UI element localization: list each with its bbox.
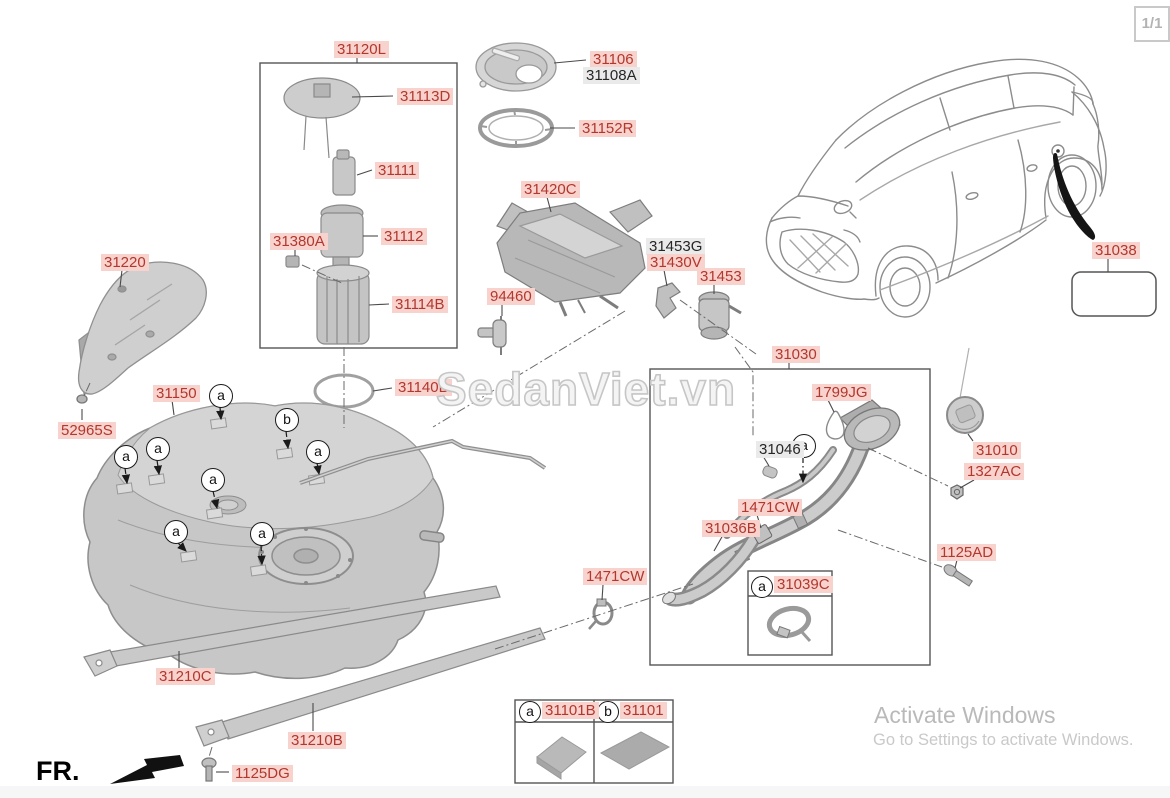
part-label-31380A[interactable]: 31380A	[270, 233, 328, 250]
neck-bolt-drawing	[943, 564, 973, 587]
part-label-31111[interactable]: 31111	[375, 162, 420, 179]
section-boxes	[259, 62, 931, 784]
part-label-31220[interactable]: 31220	[101, 254, 149, 271]
callout-a-2: a	[306, 440, 330, 464]
part-label-1471CW-upper[interactable]: 1471CW	[738, 499, 803, 516]
part-label-31210B[interactable]: 31210B	[288, 732, 346, 749]
part-label-31210C[interactable]: 31210C	[156, 668, 215, 685]
hose-clamp-drawing	[588, 598, 614, 630]
part-label-1471CW-lower[interactable]: 1471CW	[583, 568, 648, 585]
part-label-31010[interactable]: 31010	[973, 442, 1021, 459]
inline-legend-box	[747, 570, 833, 656]
part-label-31036B[interactable]: 31036B	[702, 520, 760, 537]
lock-ring-drawing	[475, 42, 557, 92]
callout-a-6: a	[164, 520, 188, 544]
part-label-31030[interactable]: 31030	[772, 346, 820, 363]
fuel-cap-drawing	[946, 347, 984, 434]
part-label-31120L[interactable]: 31120L	[334, 41, 389, 58]
canister-drawing	[496, 199, 653, 317]
part-label-31113D[interactable]: 31113D	[397, 88, 454, 105]
filler-neck-box	[649, 368, 931, 666]
part-label-1125DG[interactable]: 1125DG	[232, 765, 293, 782]
callout-a-1: a	[209, 384, 233, 408]
cap-nut-drawing	[950, 484, 964, 500]
part-label-1125AD[interactable]: 1125AD	[937, 544, 997, 561]
fuel-tank-drawing	[83, 402, 547, 680]
page-indicator: 1/1	[1134, 6, 1170, 42]
gasket-drawing	[478, 108, 554, 148]
callout-a-4: a	[146, 437, 170, 461]
band-clamp-drawing	[766, 605, 812, 643]
callout-arrows	[121, 406, 808, 566]
tank-pad-drawings	[536, 731, 671, 780]
callout-b-1: b	[275, 408, 299, 432]
part-label-31140B[interactable]: 31140B	[395, 379, 452, 396]
tank-straps-drawing	[83, 585, 546, 782]
callout-a-3: a	[114, 445, 138, 469]
part-label-31152R[interactable]: 31152R	[579, 120, 637, 137]
vapor-valve-drawing	[477, 316, 507, 355]
heat-shield-drawing	[76, 261, 207, 404]
canister-filter-drawing	[655, 282, 742, 340]
inline-legend-letter: a	[751, 576, 773, 598]
bottom-strip	[0, 786, 1170, 798]
activate-windows-text: Activate Windows	[874, 702, 1056, 728]
part-label-31150[interactable]: 31150	[153, 385, 200, 402]
filler-neck-drawing	[662, 399, 901, 607]
part-label-31430V[interactable]: 31430V	[647, 254, 705, 271]
callout-a-5: a	[201, 468, 225, 492]
legend-letter-b: b	[597, 701, 619, 723]
part-label-31101[interactable]: 31101	[620, 702, 667, 719]
part-label-31114B[interactable]: 31114B	[392, 296, 448, 313]
part-label-31420C[interactable]: 31420C	[521, 181, 580, 198]
vehicle-sketch	[765, 58, 1107, 318]
pump-module-box	[259, 62, 458, 349]
part-label-1327AC[interactable]: 1327AC	[964, 463, 1025, 480]
part-label-31046[interactable]: 31046	[756, 441, 804, 458]
front-direction-arrow	[110, 755, 184, 784]
part-label-31039C[interactable]: 31039C	[774, 576, 833, 593]
part-label-31453[interactable]: 31453	[697, 268, 745, 285]
legend-letter-a: a	[519, 701, 541, 723]
front-direction-label: FR.	[36, 756, 80, 786]
part-label-1799JG[interactable]: 1799JG	[812, 384, 871, 401]
part-label-31101B[interactable]: 31101B	[542, 702, 599, 719]
part-label-31112[interactable]: 31112	[381, 228, 427, 245]
construction-lines	[83, 264, 949, 758]
part-label-94460[interactable]: 94460	[487, 288, 535, 305]
fuel-caution-label-drawing	[1071, 271, 1157, 317]
part-label-31108A[interactable]: 31108A	[583, 67, 640, 84]
callout-a-7: a	[250, 522, 274, 546]
activate-windows-subtext: Go to Settings to activate Windows.	[873, 731, 1134, 749]
fuel-door-swoosh	[1053, 153, 1096, 240]
fuel-pump-module-drawing	[283, 77, 370, 345]
part-label-31038[interactable]: 31038	[1092, 242, 1140, 259]
part-label-31106[interactable]: 31106	[590, 51, 637, 68]
part-label-31453G[interactable]: 31453G	[646, 238, 706, 255]
part-label-52965S[interactable]: 52965S	[58, 422, 116, 439]
